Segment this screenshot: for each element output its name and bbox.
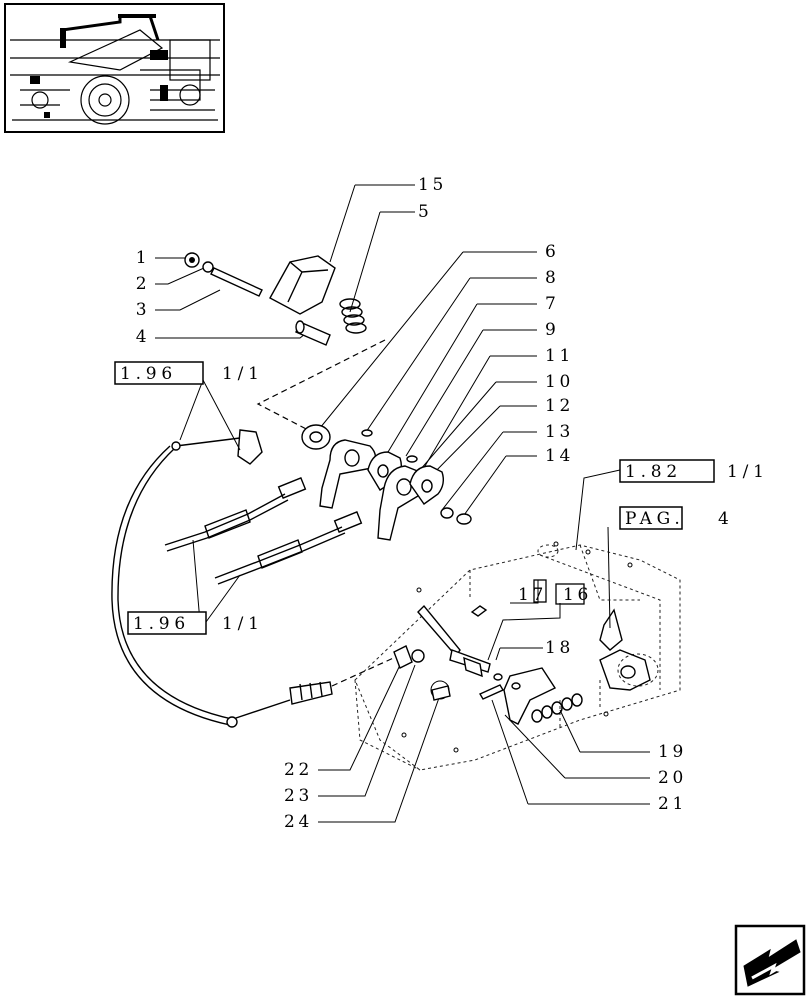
callout-24: 24 xyxy=(284,812,313,832)
callout-15: 15 xyxy=(418,175,447,195)
callout-numbers: 1 2 3 4 5 6 7 8 9 10 11 12 13 14 15 16 1… xyxy=(136,175,687,832)
ref-box-text: 1.82 xyxy=(625,462,682,482)
callout-3: 3 xyxy=(136,300,151,320)
callout-8: 8 xyxy=(545,268,560,288)
callout-17: 17 xyxy=(518,585,547,605)
callout-2: 2 xyxy=(136,274,151,294)
callout-11: 11 xyxy=(545,346,574,366)
callout-9: 9 xyxy=(545,320,560,340)
ref-1-82[interactable]: 1.82 1/1 xyxy=(619,459,769,483)
ref-1-96-upper[interactable]: 1.96 1/1 xyxy=(114,361,264,385)
callout-13: 13 xyxy=(545,422,574,442)
callout-22: 22 xyxy=(284,760,313,780)
cross-references: 1.96 1/1 1.96 1/1 1.82 1/1 PAG. 4 xyxy=(114,361,769,635)
callout-23: 23 xyxy=(284,786,313,806)
callout-4: 4 xyxy=(136,327,151,347)
callout-12: 12 xyxy=(545,396,574,416)
leader-lines xyxy=(155,184,650,823)
ref-box-text: 1.96 xyxy=(120,364,177,384)
ref-suffix-text: 1/1 xyxy=(222,614,264,634)
ref-suffix-text: 1/1 xyxy=(727,462,769,482)
ref-box-text: 1.96 xyxy=(133,614,190,634)
callout-20: 20 xyxy=(658,768,687,788)
callout-1: 1 xyxy=(136,248,151,268)
ref-suffix-text: 1/1 xyxy=(222,364,264,384)
ref-suffix-text: 4 xyxy=(718,509,734,529)
ref-1-96-lower[interactable]: 1.96 1/1 xyxy=(127,611,264,635)
callout-18: 18 xyxy=(545,638,574,658)
callout-16: 16 xyxy=(563,585,592,605)
callout-7: 7 xyxy=(545,294,560,314)
callout-19: 19 xyxy=(658,742,687,762)
callout-21: 21 xyxy=(658,794,687,814)
exploded-parts xyxy=(111,252,681,771)
callout-10: 10 xyxy=(545,372,574,392)
next-page-arrow-icon[interactable] xyxy=(734,924,806,996)
ref-box-text: PAG. xyxy=(625,509,685,529)
ref-pag-4[interactable]: PAG. 4 xyxy=(619,506,734,530)
callout-14: 14 xyxy=(545,446,574,466)
callout-6: 6 xyxy=(545,242,560,262)
callout-5: 5 xyxy=(418,202,433,222)
tractor-thumbnail-icon xyxy=(4,3,225,133)
